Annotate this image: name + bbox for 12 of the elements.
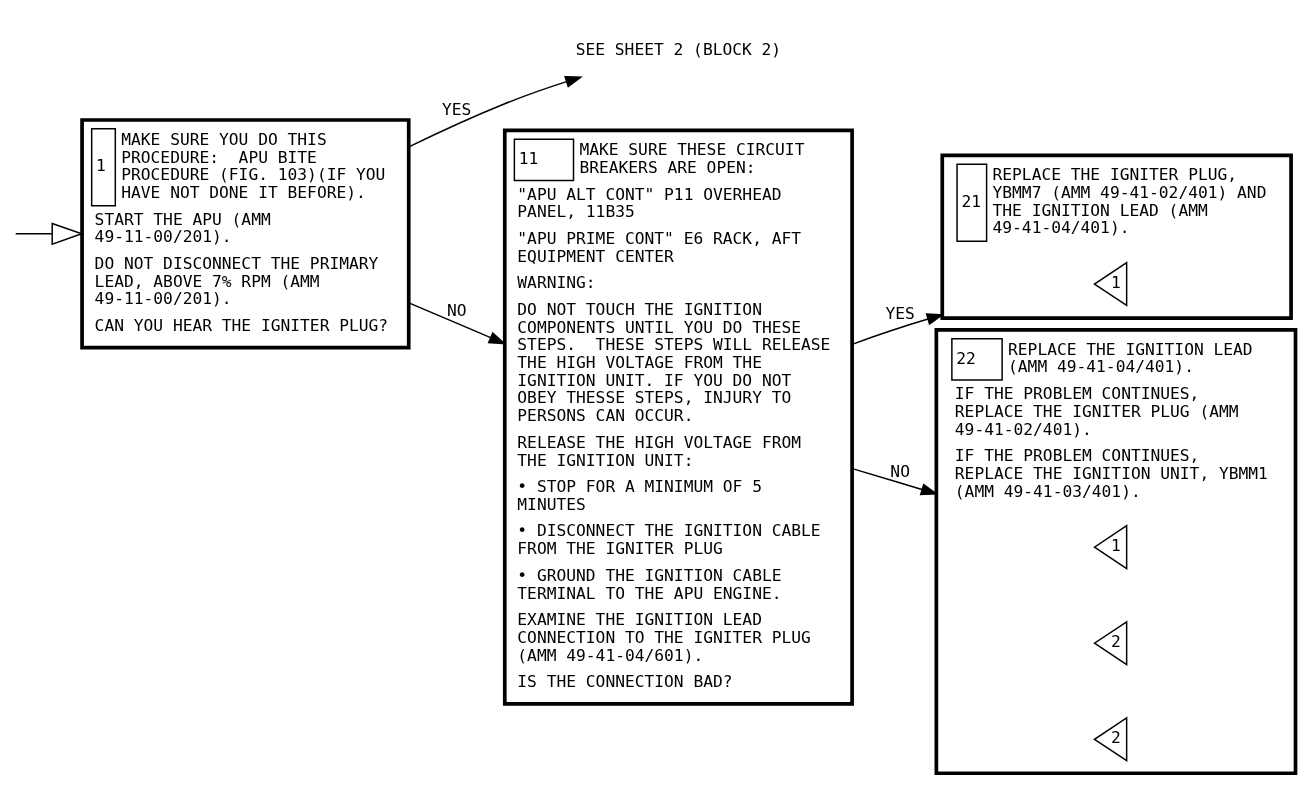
edge-label: NO: [890, 462, 910, 482]
arrow: [408, 302, 507, 345]
arrow: [851, 467, 939, 496]
edge-label: YES: [885, 304, 915, 324]
node-box: 1 MAKE SURE YOU DO THIS PROCEDURE: APU BITE PROCEDURE (FIG. 103)(IF YOU HAVE NOT DONE IT BEFORE). START THE APU (AMM 49-11-00/201). DO NOT DISCONNECT THE PRIMARY LEAD, ABOVE 7% RPM (AMM 49-11-00/201). CAN YOU HEAR THE IGNITER PLUG?: [80, 118, 411, 350]
arrow: [408, 75, 583, 148]
edge-label: NO: [446, 301, 467, 321]
arrow: [851, 313, 945, 346]
node-text: SEE SHEET 2 (BLOCK 2): [575, 39, 782, 59]
arrow: [15, 222, 84, 246]
node-box: 11 MAKE SURE THESE CIRCUIT BREAKERS ARE OPEN: "APU ALT CONT" P11 OVERHEAD PANEL, 11B35 "APU PRIME CONT" E6 RACK, AFT EQUIPMENT CENTER WARNING: DO NOT TOUCH THE IGNITION COMPONENTS UNTIL YOU DO THESE STEPS. THESE STEPS WILL RELEASE THE HIGH VOLTAGE FROM THE IGNITION UNIT. IF YOU DO NOT OBEY THESSE STEPS, INJURY TO PERSONS CAN OCCUR. RELEASE THE HIGH VOLTAGE FROM THE IGNITION UNIT: • STOP FOR A MINIMUM OF 5 MINUTES • DISCONNECT THE IGNITION CABLE FROM THE IGNITER PLUG • GROUND THE IGNITION CABLE TERMINAL TO THE APU ENGINE. EXAMINE THE IGNITION LEAD CONNECTION TO THE IGNITER PLUG (AMM 49-41-04/601). IS THE CONNECTION BAD?: [502, 128, 854, 706]
edge-label: YES: [442, 100, 472, 120]
